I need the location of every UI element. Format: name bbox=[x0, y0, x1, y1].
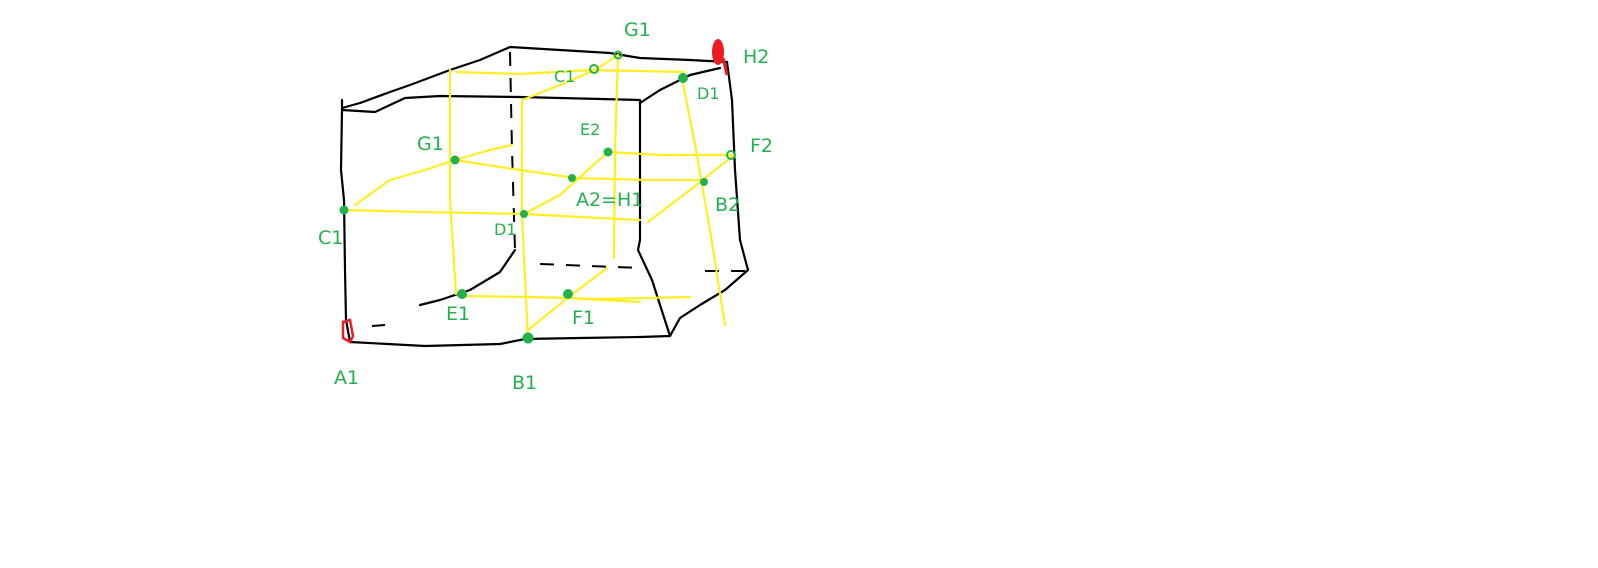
yellow-line-11 bbox=[646, 154, 735, 224]
label-d1-right: D1 bbox=[697, 84, 720, 103]
label-h2: H2 bbox=[743, 46, 769, 68]
yellow-line-7 bbox=[353, 143, 514, 207]
point-d1 bbox=[520, 210, 528, 218]
cube-front-face bbox=[339, 94, 672, 348]
point-g1 bbox=[450, 155, 460, 165]
yellow-line-1 bbox=[448, 68, 458, 296]
point-e2 bbox=[603, 147, 613, 157]
hidden-front-bottom-edge bbox=[371, 324, 386, 327]
yellow-line-15 bbox=[566, 296, 642, 304]
cube-top-right-edge bbox=[638, 66, 722, 105]
point-f1 bbox=[563, 289, 573, 299]
yellow-line-4 bbox=[680, 76, 727, 327]
yellow-line-6 bbox=[520, 53, 620, 102]
point-c1-left bbox=[339, 205, 349, 215]
yellow-line-12 bbox=[342, 208, 642, 222]
label-f1: F1 bbox=[572, 307, 595, 329]
point-b1 bbox=[522, 332, 534, 344]
corner-mark-h2-tail bbox=[721, 57, 729, 76]
label-c1-top: C1 bbox=[554, 67, 575, 86]
label-c1-left: C1 bbox=[318, 227, 343, 249]
label-e1: E1 bbox=[446, 303, 470, 325]
yellow-line-3 bbox=[612, 53, 620, 260]
corner-mark-a1 bbox=[341, 318, 355, 344]
yellow-line-5 bbox=[454, 68, 686, 76]
point-b2 bbox=[700, 178, 708, 186]
hidden-back-bottom-edge bbox=[539, 263, 641, 269]
label-g1: G1 bbox=[417, 133, 444, 155]
point-g1-top bbox=[613, 50, 623, 60]
point-f2 bbox=[726, 150, 736, 160]
corner-mark-h2 bbox=[712, 39, 724, 65]
point-e1 bbox=[457, 289, 467, 299]
point-a2-h1 bbox=[568, 174, 576, 182]
cube-right-face bbox=[668, 60, 750, 338]
point-c1-top bbox=[589, 64, 599, 74]
label-b1: B1 bbox=[512, 372, 537, 394]
label-d1: D1 bbox=[494, 220, 517, 239]
yellow-line-9 bbox=[606, 150, 735, 157]
label-f2: F2 bbox=[750, 135, 773, 157]
point-d1-right bbox=[678, 73, 688, 83]
label-a2-h1: A2=H1 bbox=[576, 189, 643, 211]
hidden-curve-edge bbox=[418, 248, 517, 307]
label-a1: A1 bbox=[334, 367, 359, 389]
yellow-line-2 bbox=[520, 100, 530, 342]
cube-top-face bbox=[340, 45, 729, 110]
hidden-vertical-edge bbox=[509, 51, 516, 251]
yellow-line-10 bbox=[522, 150, 610, 216]
label-e2: E2 bbox=[580, 120, 600, 139]
label-g1-top: G1 bbox=[624, 19, 651, 41]
label-b2: B2 bbox=[715, 194, 740, 216]
